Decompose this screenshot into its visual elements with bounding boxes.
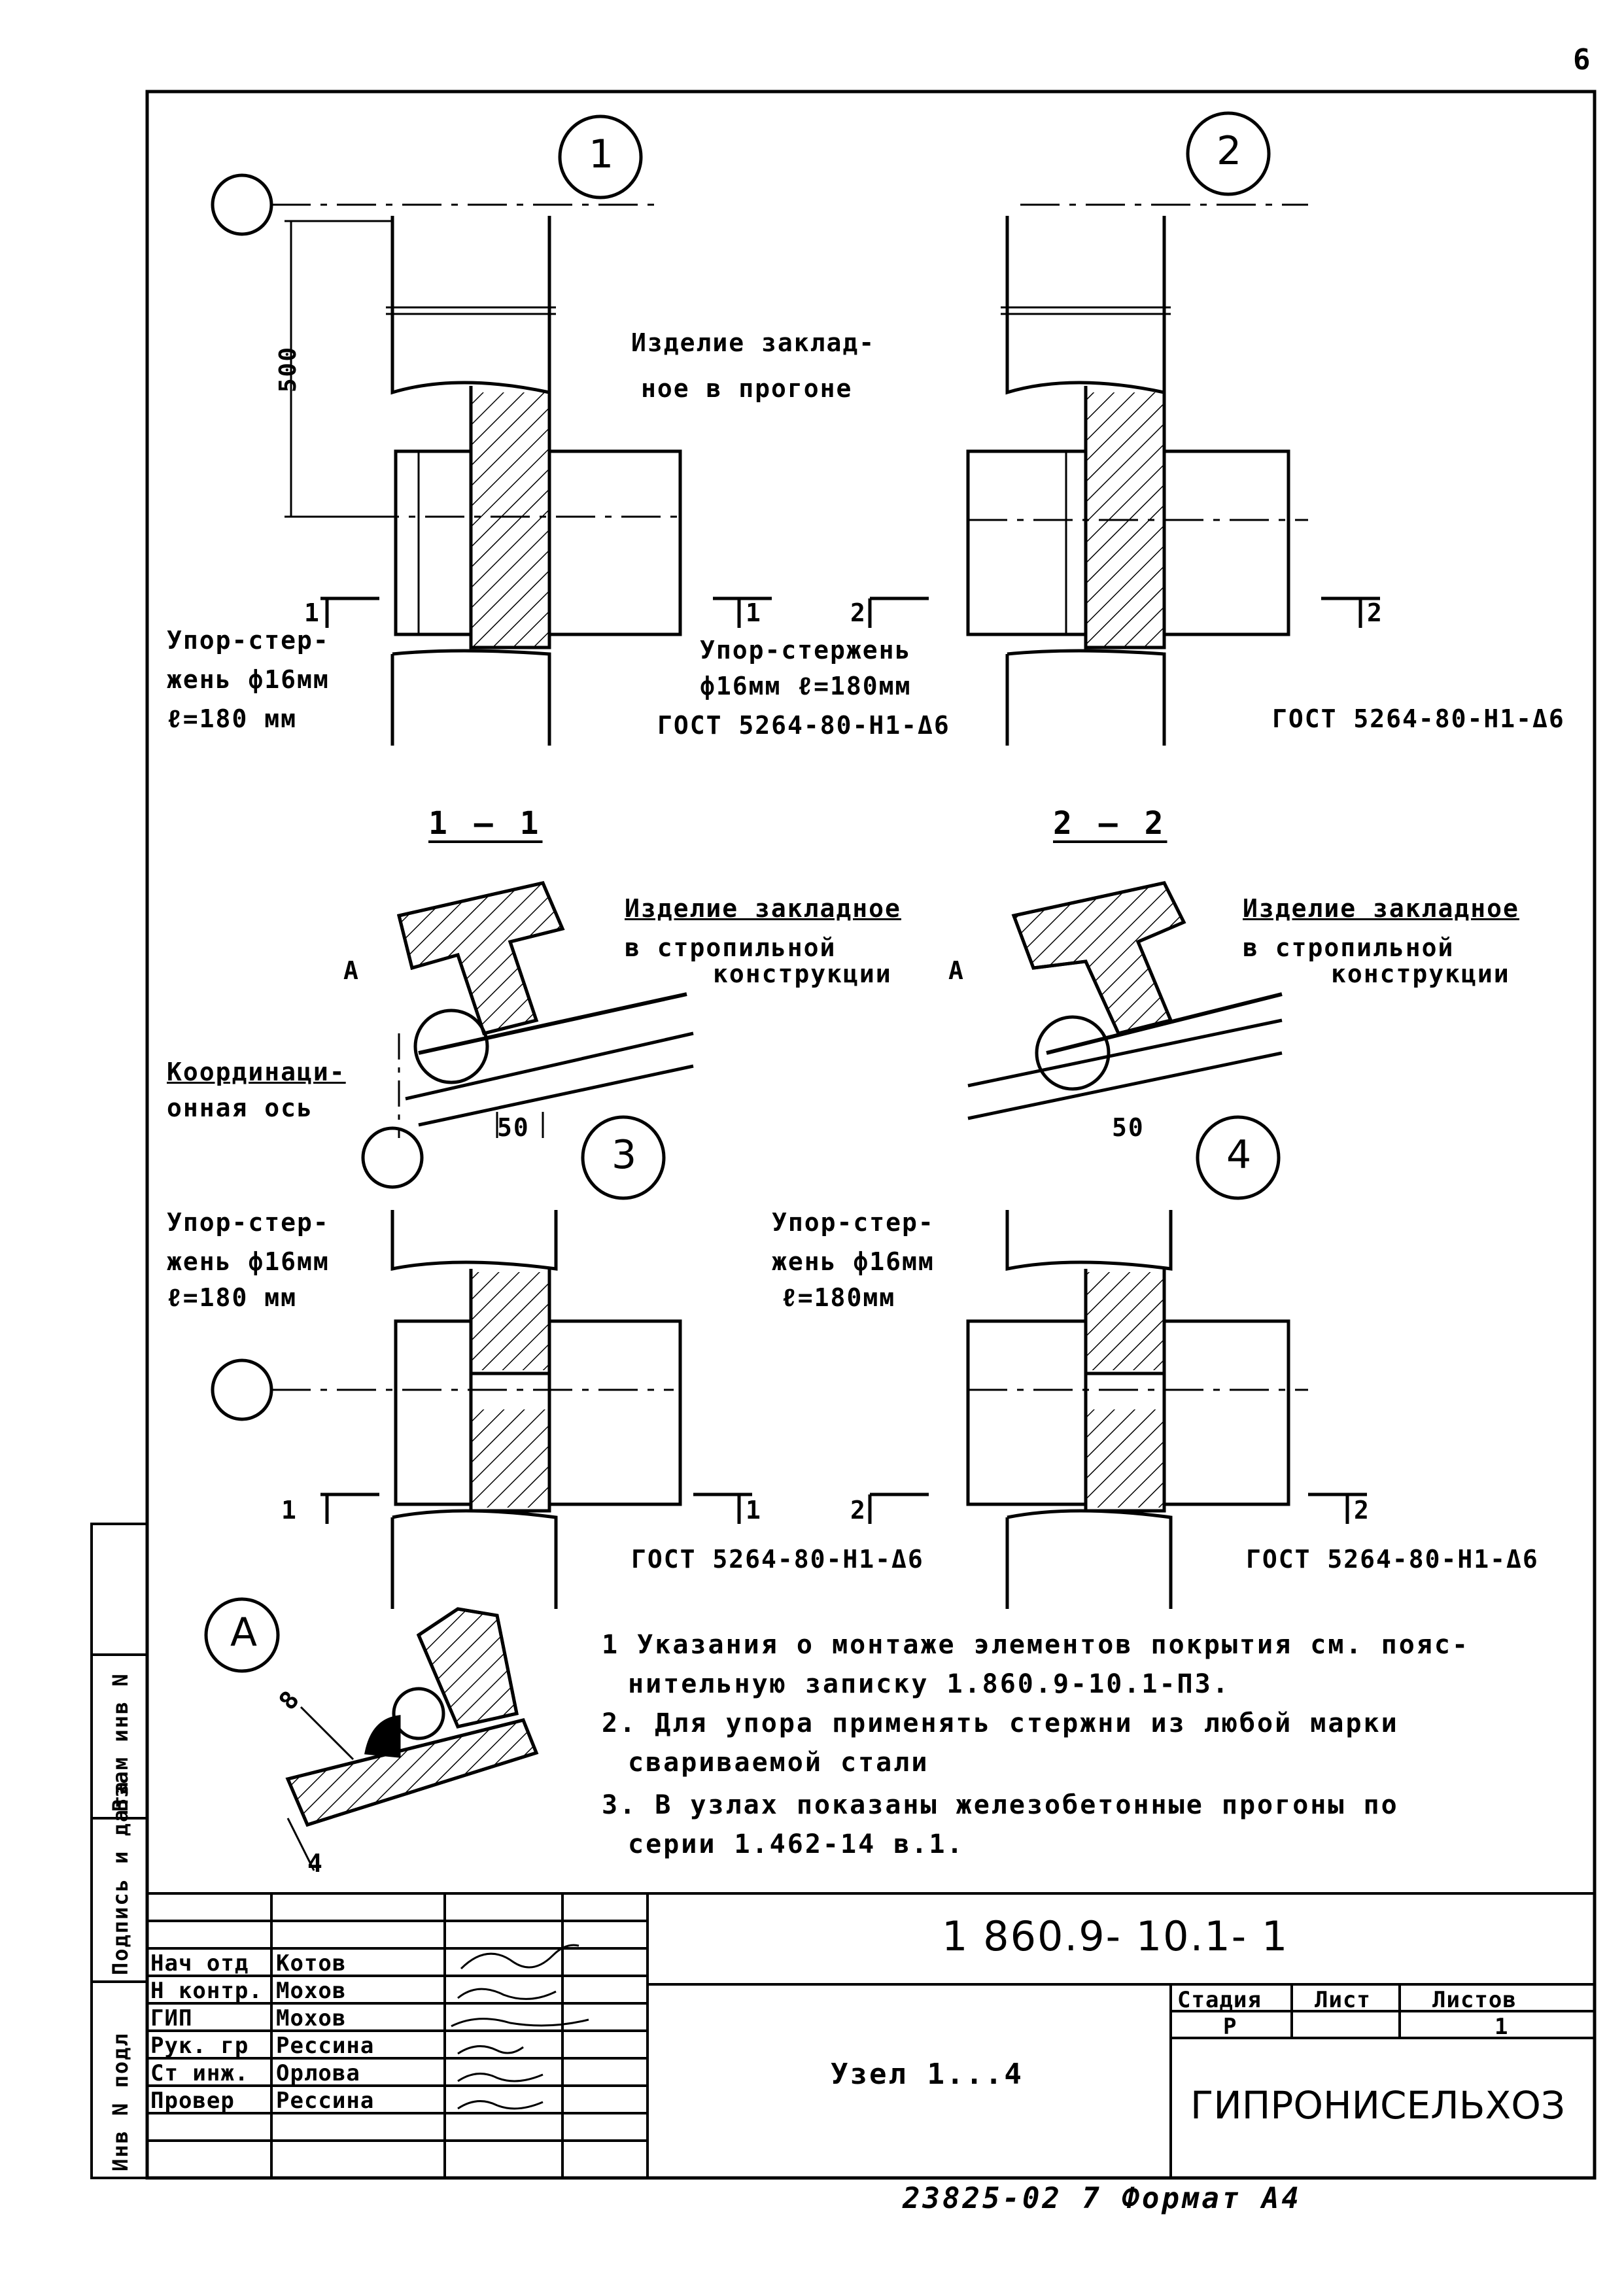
- sheets-value: 1: [1494, 2014, 1509, 2040]
- section-mark-2-left-lower: 2: [850, 1496, 867, 1525]
- organization-name: ГИПРОНИСЕЛЬХОЗ: [1190, 2083, 1566, 2128]
- section-mark-1-left: 1: [304, 598, 320, 627]
- embedded-purlin-label-2: ное в прогоне: [641, 374, 853, 403]
- stop-rod-node1-line1: Упор-стер-: [167, 626, 330, 655]
- gost-label-node4: ГОСТ 5264-80-Н1-Δ6: [1246, 1545, 1539, 1574]
- sign-role-2: ГИП: [150, 2005, 193, 2031]
- stop-rod-node4-line1: Упор-стер-: [772, 1208, 935, 1237]
- node-marker-4: 4: [1226, 1132, 1252, 1178]
- section-mark-1-left-lower: 1: [281, 1496, 298, 1525]
- footer: 23825-02 7 Формат А4: [903, 2182, 1302, 2215]
- node-3-drawing: [211, 1115, 752, 1609]
- note-2-line2: свариваемой стали: [628, 1748, 929, 1778]
- section-mark-1-right: 1: [746, 598, 762, 627]
- coord-axis-line1: Координаци-: [167, 1058, 346, 1086]
- node-4-drawing: [868, 1115, 1367, 1609]
- gost-label-node2: ГОСТ 5264-80-Н1-Δ6: [1272, 704, 1565, 733]
- sign-role-5: Провер: [150, 2088, 235, 2114]
- dimension-500: 500: [275, 345, 302, 392]
- sign-name-4: Орлова: [276, 2060, 360, 2086]
- sign-role-1: Н контр.: [150, 1978, 263, 2004]
- section-2-2-drawing: [967, 881, 1283, 1120]
- sign-name-2: Мохов: [276, 2005, 347, 2031]
- sheets-header: Листов: [1432, 1987, 1517, 2013]
- section-mark-2-left: 2: [850, 598, 867, 627]
- frame: [145, 90, 1597, 2180]
- sign-role-0: Нач отд: [150, 1950, 249, 1976]
- sign-name-1: Мохов: [276, 1978, 347, 2004]
- coord-axis-line2: онная ось: [167, 1094, 313, 1122]
- node-marker-2: 2: [1217, 128, 1242, 174]
- sign-name-3: Рессина: [276, 2033, 375, 2059]
- stage-header: Стадия: [1177, 1987, 1262, 2013]
- stop-rod-node3-line2: жень ф16мм: [167, 1247, 330, 1276]
- dimension-50-s2: 50: [1112, 1113, 1145, 1142]
- weld-dimension-4: 4: [307, 1849, 324, 1878]
- sign-name-0: Котов: [276, 1950, 347, 1976]
- gost-label-node3: ГОСТ 5264-80-Н1-Δ6: [631, 1545, 924, 1574]
- stop-rod-node3-line1: Упор-стер-: [167, 1208, 330, 1237]
- embedded-rafter-s2-line1: Изделие закладное: [1243, 894, 1519, 923]
- sign-role-4: Ст инж.: [150, 2060, 249, 2086]
- stop-rod-node4-line2: жень ф16мм: [772, 1247, 935, 1276]
- title-block-grid: [147, 1892, 1595, 2178]
- stop-rod-node2-line1: Упор-стержень: [700, 636, 912, 664]
- note-3-line1: 3. В узлах показаны железобетонные прого…: [602, 1790, 1399, 1820]
- stop-rod-node1-line2: жень ф16мм: [167, 665, 330, 694]
- stop-rod-node1-line3: ℓ=180 мм: [167, 704, 297, 733]
- section-title-2-2: 2 — 2: [1053, 805, 1167, 842]
- dimension-50-s1: 50: [497, 1113, 530, 1142]
- node-1-drawing: [211, 114, 772, 746]
- detail-ref-s1: А: [343, 956, 360, 985]
- embedded-rafter-s1-line3: конструкции: [713, 959, 892, 988]
- embedded-rafter-s1-line1: Изделие закладное: [625, 894, 901, 923]
- gost-label-node1: ГОСТ 5264-80-Н1-Δ6: [657, 711, 950, 740]
- section-mark-2-right-lower: 2: [1354, 1496, 1370, 1525]
- stop-rod-node3-line3: ℓ=180 мм: [167, 1283, 297, 1312]
- node-2-drawing: [868, 111, 1380, 746]
- section-title-1-1: 1 — 1: [428, 805, 543, 842]
- section-1-1-drawing: [361, 881, 694, 1189]
- section-mark-2-right: 2: [1367, 598, 1383, 627]
- side-stamp-replacement: Взам инв N: [108, 1672, 133, 1812]
- stop-rod-node2-line2: ф16мм ℓ=180мм: [700, 672, 912, 700]
- note-3-line2: серии 1.462-14 в.1.: [628, 1829, 965, 1859]
- side-stamp-box: [90, 1523, 148, 2179]
- sign-role-3: Рук. гр: [150, 2033, 249, 2059]
- embedded-rafter-s2-line2: в стропильной: [1243, 933, 1455, 962]
- embedded-purlin-label-1: Изделие заклад-: [631, 328, 876, 357]
- sign-name-5: Рессина: [276, 2088, 375, 2114]
- note-1-line2: нительную записку 1.860.9-10.1-П3.: [628, 1669, 1230, 1699]
- stage-value: Р: [1223, 2014, 1237, 2040]
- sheet-title: Узел 1...4: [831, 2058, 1024, 2091]
- sheet-header: Лист: [1315, 1987, 1371, 2013]
- note-2-line1: 2. Для упора применять стержни из любой …: [602, 1708, 1399, 1738]
- detail-ref-s2: А: [948, 956, 965, 985]
- detail-a-drawing: [204, 1597, 539, 1871]
- stop-rod-node4-line3: ℓ=180мм: [782, 1283, 896, 1312]
- page-number: 6: [1573, 43, 1591, 77]
- detail-a-marker: A: [230, 1610, 258, 1655]
- node-marker-1: 1: [589, 131, 614, 177]
- note-1-line1: 1 Указания о монтаже элементов покрытия …: [602, 1630, 1470, 1660]
- embedded-rafter-s1-line2: в стропильной: [625, 933, 837, 962]
- signatures: [451, 1944, 589, 2110]
- section-mark-1-right-lower: 1: [746, 1496, 762, 1525]
- embedded-rafter-s2-line3: конструкции: [1331, 959, 1510, 988]
- side-stamp-inv-orig: Инв N подл: [108, 2032, 133, 2171]
- node-marker-3: 3: [612, 1132, 637, 1178]
- document-code: 1 860.9- 10.1- 1: [942, 1912, 1289, 1960]
